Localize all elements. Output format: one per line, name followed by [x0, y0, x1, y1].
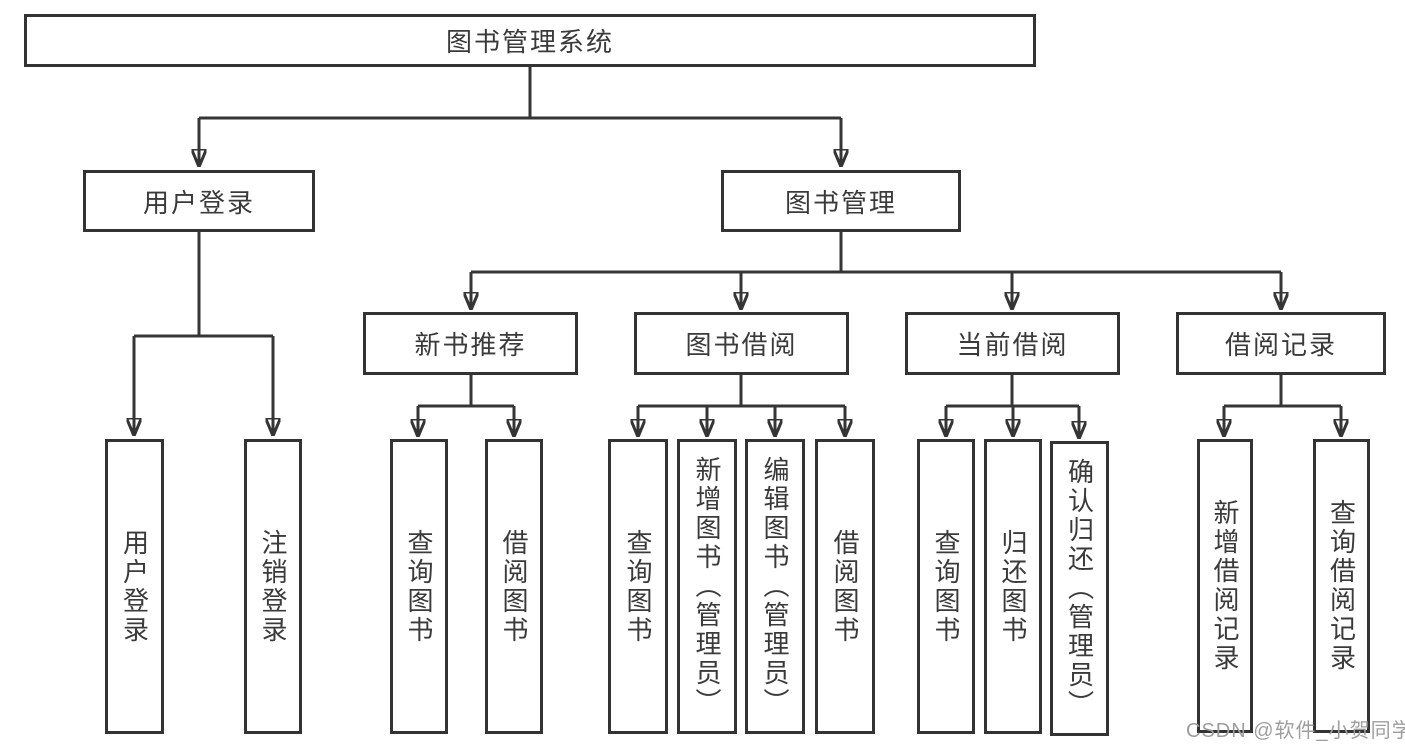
node-br-add-record: 新增借阅记录	[1197, 439, 1253, 733]
node-new-book-recommend-label: 新书推荐	[414, 330, 527, 360]
node-book-borrowing-label: 图书借阅	[685, 330, 798, 360]
connector-book-borrowing-to-leaves	[638, 375, 845, 436]
node-br-add-record-label: 新增借阅记录	[1210, 499, 1240, 673]
node-user-login-branch-label: 用户登录	[142, 187, 255, 218]
node-bb-add-books: 新增图书（管理员）	[677, 439, 737, 734]
node-logout: 注销登录	[244, 439, 302, 734]
node-book-borrowing: 图书借阅	[634, 312, 849, 375]
node-login-label: 用户登录	[119, 528, 150, 645]
node-user-login-branch: 用户登录	[83, 170, 315, 232]
connector-new-book-recommend-to-leaves	[418, 375, 514, 436]
node-br-query-record: 查询借阅记录	[1313, 439, 1370, 733]
node-cb-query-books-label: 查询图书	[931, 528, 961, 645]
connector-user-login-to-leaves	[134, 232, 273, 435]
node-bb-add-books-label: 新增图书（管理员）	[692, 456, 722, 717]
node-borrowing-records-label: 借阅记录	[1224, 330, 1337, 360]
node-bb-borrow-books: 借阅图书	[815, 439, 875, 734]
node-nbr-query-books: 查询图书	[390, 439, 448, 734]
node-logout-label: 注销登录	[258, 528, 288, 645]
node-bb-edit-books-label: 编辑图书（管理员）	[760, 456, 790, 717]
node-cb-confirm-return-label: 确认归还（管理员）	[1064, 458, 1095, 719]
node-new-book-recommend: 新书推荐	[363, 312, 578, 375]
node-nbr-query-books-label: 查询图书	[404, 528, 434, 645]
node-book-management-label: 图书管理	[784, 187, 897, 218]
connector-current-borrowing-to-leaves	[946, 375, 1079, 438]
watermark: CSDN @软件_小贺同学	[1186, 720, 1405, 742]
node-nbr-borrow-books-label: 借阅图书	[499, 528, 529, 645]
node-bb-query-books: 查询图书	[608, 439, 668, 734]
node-bb-edit-books: 编辑图书（管理员）	[745, 439, 805, 734]
node-cb-query-books: 查询图书	[917, 439, 975, 734]
node-borrowing-records: 借阅记录	[1176, 312, 1386, 375]
node-bb-borrow-books-label: 借阅图书	[830, 528, 860, 645]
connector-book-management-to-level3	[471, 232, 1281, 309]
node-book-management: 图书管理	[721, 170, 961, 232]
node-root-label: 图书管理系统	[445, 27, 614, 57]
connector-root-to-level2	[199, 67, 841, 166]
node-nbr-borrow-books: 借阅图书	[485, 439, 543, 734]
node-login: 用户登录	[105, 439, 164, 734]
node-current-borrowing-label: 当前借阅	[956, 330, 1069, 360]
connector-borrowing-records-to-leaves	[1224, 375, 1341, 436]
node-cb-return-books: 归还图书	[984, 439, 1042, 734]
node-bb-query-books-label: 查询图书	[623, 528, 653, 645]
node-br-query-record-label: 查询借阅记录	[1326, 499, 1357, 673]
node-current-borrowing: 当前借阅	[905, 312, 1120, 375]
node-cb-confirm-return: 确认归还（管理员）	[1050, 441, 1109, 736]
node-root: 图书管理系统	[24, 14, 1036, 67]
node-cb-return-books-label: 归还图书	[998, 528, 1028, 645]
